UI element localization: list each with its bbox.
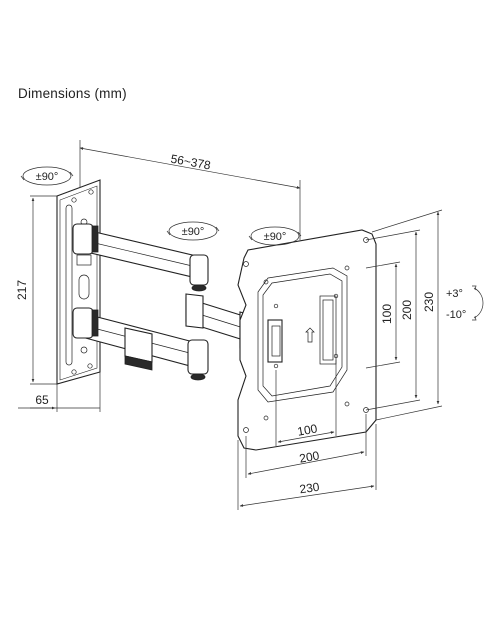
dimension-lines — [18, 140, 443, 510]
label-vesa-v200: 200 — [400, 300, 414, 320]
label-height-217: 217 — [15, 280, 29, 300]
swivel-right-icon — [248, 226, 302, 246]
tv-plate — [237, 229, 377, 451]
label-tilt-down: -10° — [446, 309, 466, 321]
label-depth-65: 65 — [35, 393, 49, 407]
label-vesa-v230: 230 — [422, 292, 436, 312]
page-title: Dimensions (mm) — [18, 86, 127, 101]
label-vesa-h100: 100 — [296, 421, 318, 438]
swivel-left-icon — [20, 166, 74, 186]
label-swivel-right: ±90° — [264, 231, 287, 243]
dimension-labels: 56~378 ±90° ±90° ±90° 217 65 100 200 230… — [15, 152, 466, 497]
label-swivel-mid: ±90° — [182, 226, 205, 238]
wall-plate — [56, 179, 101, 385]
label-tilt-up: +3° — [446, 288, 463, 300]
label-vesa-v100: 100 — [380, 304, 394, 324]
tilt-icon — [472, 285, 484, 321]
swing-arms — [72, 223, 257, 381]
label-arm-extension: 56~378 — [170, 152, 213, 173]
label-vesa-h200: 200 — [298, 448, 320, 465]
label-swivel-left: ±90° — [36, 171, 59, 183]
swivel-mid-icon — [166, 221, 220, 241]
label-vesa-h230: 230 — [299, 480, 321, 497]
